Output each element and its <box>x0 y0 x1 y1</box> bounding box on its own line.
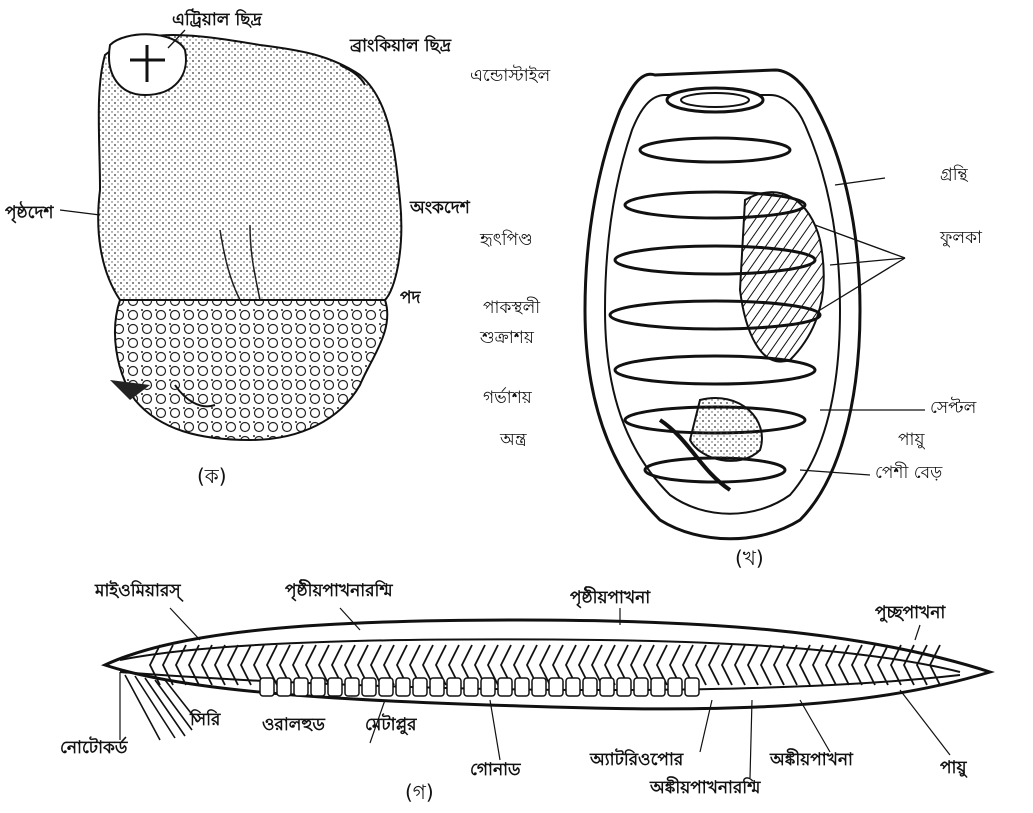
label-cirri: সিরি <box>190 712 220 729</box>
gonad-block <box>600 678 614 696</box>
myotome-chevron <box>787 645 797 685</box>
label-anus-b: পায়ু <box>898 432 924 449</box>
gonad-block <box>430 678 444 696</box>
gonad-block <box>583 678 597 696</box>
label-myotomes: মাইওমিয়ারস্ <box>95 583 181 600</box>
label-gland: গ্রন্থি <box>940 167 968 184</box>
label-stomach: পাকস্থলী <box>483 300 540 317</box>
label-metapleure: মেটাপ্লুর <box>365 717 417 734</box>
amphioxus-drawing <box>105 608 990 778</box>
gonad-block <box>294 678 308 696</box>
ascidian-external-drawing <box>60 30 401 440</box>
gonad-block <box>566 678 580 696</box>
gonad-block <box>617 678 631 696</box>
label-gill: ফুলকা <box>940 230 982 247</box>
label-caudal-fin: পুচ্ছপাখনা <box>875 605 945 622</box>
gonad-block <box>379 678 393 696</box>
caption-figure-b: (খ) <box>735 548 764 568</box>
gonad-block <box>362 678 376 696</box>
gonad-block <box>634 678 648 696</box>
gonad-block <box>651 678 665 696</box>
myotome-chevron <box>774 645 784 685</box>
label-testis: শুক্রাশয় <box>480 330 534 347</box>
label-ventral-side: অংকদেশ <box>410 200 470 217</box>
myotome-chevron <box>761 645 771 685</box>
label-ventral-fin: অঙ্কীয়পাখনা <box>770 752 853 769</box>
ascidian-internal-drawing <box>585 70 925 539</box>
myotome-chevron <box>865 645 875 685</box>
myotome-chevron <box>735 645 745 685</box>
gonad-block <box>447 678 461 696</box>
label-septum: সেপ্টল <box>930 400 976 417</box>
label-muscle-band: পেশী বেড় <box>875 465 942 482</box>
label-ovary: গর্ভাশয় <box>483 390 532 407</box>
gonad-block <box>413 678 427 696</box>
label-gonad: গোনাড <box>470 762 521 779</box>
gonad-block <box>549 678 563 696</box>
gonad-block <box>515 678 529 696</box>
label-ventral-fin-rays: অঙ্কীয়পাখনারশ্মি <box>650 780 760 797</box>
label-intestine: অন্ত্র <box>500 432 527 449</box>
gonad-block <box>277 678 291 696</box>
myotome-chevron <box>722 645 732 685</box>
label-heart: হৃৎপিণ্ড <box>480 232 533 249</box>
myotome-chevron <box>748 645 758 685</box>
label-anus-c: পায়ু <box>940 760 966 777</box>
label-oral-hood: ওরালহুড <box>262 717 325 734</box>
label-dorsal-fin: পৃষ্ঠীয়পাখনা <box>570 590 650 607</box>
myotome-chevron <box>891 645 901 685</box>
label-branchial-pore: ব্রাংকিয়াল ছিদ্র <box>350 38 451 55</box>
myotome-chevron <box>878 645 888 685</box>
label-atrial-pore: এট্রিয়াল ছিদ্র <box>172 12 262 29</box>
gonad-block <box>685 678 699 696</box>
myotome-chevron <box>852 645 862 685</box>
gonad-block <box>345 678 359 696</box>
myotome-chevron <box>800 645 810 685</box>
gonad-block <box>328 678 342 696</box>
gonad-block <box>311 678 325 696</box>
label-dorsal-side: পৃষ্ঠদেশ <box>5 205 53 222</box>
label-endostyle: এন্ডোস্টাইল <box>470 68 550 85</box>
gonad-block <box>396 678 410 696</box>
caption-figure-c: (গ) <box>405 782 434 802</box>
gonad-block <box>668 678 682 696</box>
gonad-block <box>464 678 478 696</box>
gonad-block <box>498 678 512 696</box>
caption-figure-a: (ক) <box>197 466 227 486</box>
gonad-block <box>532 678 546 696</box>
myotome-chevron <box>709 645 719 685</box>
label-foot: পদ <box>400 290 420 307</box>
gonad-block <box>481 678 495 696</box>
label-atriopore: অ্যাটরিওপোর <box>590 752 683 769</box>
label-dorsal-fin-rays: পৃষ্ঠীয়পাখনারশ্মি <box>285 583 393 600</box>
myotome-chevron <box>839 645 849 685</box>
label-notochord: নোটোকর্ড <box>60 740 127 757</box>
gonad-block <box>260 678 274 696</box>
